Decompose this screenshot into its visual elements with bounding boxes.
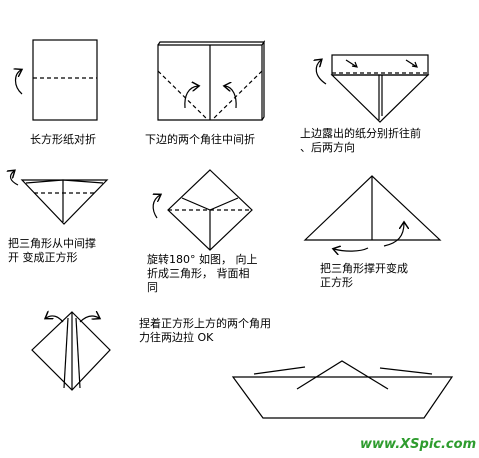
caption-line: 折成三角形， 背面相 bbox=[147, 267, 250, 280]
caption-line: 开 变成正方形 bbox=[8, 251, 78, 264]
step-6-figure bbox=[303, 175, 442, 251]
square-shape bbox=[31, 311, 111, 391]
spread-left-arrow-icon bbox=[334, 248, 369, 251]
caption-line: 力往两边拉 OK bbox=[139, 331, 214, 344]
fold-up-arrow-icon bbox=[153, 195, 160, 219]
caption-line: 把三角形从中间撑 bbox=[8, 237, 96, 250]
right-corner-mark-icon bbox=[405, 59, 418, 68]
inner-fold-left bbox=[63, 317, 69, 389]
caption-line: 上边露出的纸分别折往前 bbox=[300, 127, 421, 140]
paper-rectangle bbox=[32, 39, 98, 121]
fold-arrow-icon bbox=[16, 70, 23, 95]
inner-fold-right bbox=[75, 317, 81, 389]
inner-flap-right bbox=[62, 179, 104, 184]
step-7-figure bbox=[31, 311, 111, 391]
caption-line: 同 bbox=[147, 281, 158, 294]
paper-back-layer bbox=[157, 40, 266, 121]
step-5-caption: 旋转180° 如图， 向上 折成三角形， 背面相 同 bbox=[147, 253, 258, 295]
step-1-figure bbox=[16, 39, 98, 121]
spread-right-arrow-icon bbox=[383, 223, 404, 247]
caption-line: 正方形 bbox=[320, 276, 353, 289]
right-fold-arrow-icon bbox=[225, 86, 237, 109]
inner-v-fold bbox=[181, 197, 239, 211]
boat-hull bbox=[231, 376, 454, 419]
pull-left-arrow-icon bbox=[46, 316, 64, 323]
finished-boat-figure bbox=[231, 360, 454, 419]
step-3-figure bbox=[316, 54, 430, 123]
triangle-shape bbox=[20, 179, 109, 225]
caption-line: 把三角形撑开变成 bbox=[320, 262, 408, 275]
step-4-figure bbox=[11, 171, 109, 225]
open-arrow-icon bbox=[11, 171, 19, 186]
step-2-caption: 下边的两个角往中间折 bbox=[145, 133, 255, 146]
step-6-caption: 把三角形撑开变成 正方形 bbox=[320, 262, 408, 290]
boat-right-flap bbox=[379, 367, 433, 375]
left-fold-arrow-icon bbox=[184, 86, 198, 109]
caption-line: 旋转180° 如图， 向上 bbox=[147, 253, 258, 266]
back-fold-arrow-icon bbox=[316, 60, 327, 85]
step-7-caption: 捏着正方形上方的两个角用 力往两边拉 OK bbox=[139, 317, 271, 345]
top-flap-strip bbox=[331, 54, 429, 76]
left-corner-fold-dashed bbox=[157, 70, 209, 121]
pull-right-arrow-icon bbox=[79, 316, 99, 323]
step-3-caption: 上边露出的纸分别折往前 、后两方向 bbox=[300, 127, 421, 155]
triangle-shape bbox=[330, 74, 430, 123]
watermark: www.XSpic.com bbox=[360, 437, 477, 452]
step-2-figure bbox=[157, 40, 266, 121]
inner-flap-left bbox=[25, 179, 64, 184]
boat-sail bbox=[296, 360, 389, 390]
boat-left-flap bbox=[253, 366, 306, 375]
caption-line: 、后两方向 bbox=[300, 141, 355, 154]
right-corner-fold-dashed bbox=[211, 70, 263, 121]
step-4-caption: 把三角形从中间撑 开 变成正方形 bbox=[8, 237, 96, 265]
step-1-caption: 长方形纸对折 bbox=[30, 133, 96, 146]
left-corner-mark-icon bbox=[345, 59, 358, 68]
step-5-figure bbox=[153, 169, 253, 251]
caption-line: 捏着正方形上方的两个角用 bbox=[139, 317, 271, 330]
